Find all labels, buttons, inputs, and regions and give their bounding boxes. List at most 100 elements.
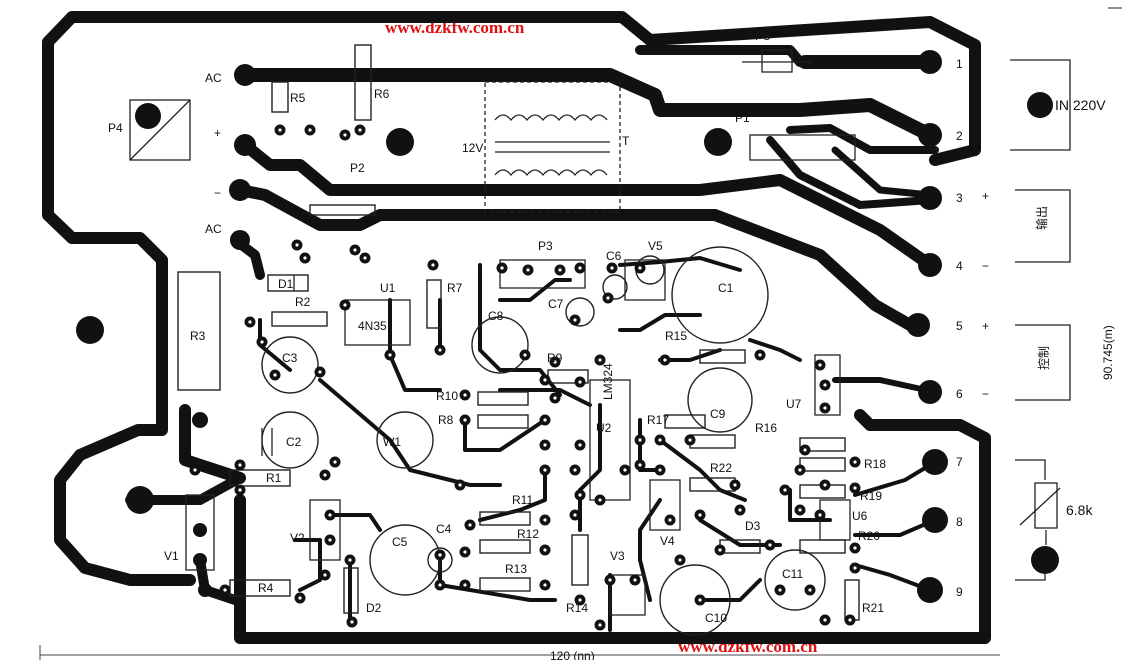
solder-pad-hole [558,268,562,272]
solder-pad-hole [323,473,327,477]
solder-pad-hole [733,483,737,487]
capacitor-circles [261,246,826,636]
solder-pad-hole [698,513,702,517]
label-u2: U2 [596,421,612,435]
solder-pad-hole [308,128,312,132]
label-r2: R2 [295,295,311,309]
label-c7: C7 [548,297,564,311]
label-d2: D2 [366,601,382,615]
label-r1: R1 [266,471,282,485]
label-c2: C2 [286,435,302,449]
solder-pad-hole [438,553,442,557]
solder-pad-hole [688,438,692,442]
solder-pad-hole [808,588,812,592]
label-r15: R15 [665,329,687,343]
solder-pad-hole [573,318,577,322]
bus-traces [230,45,939,395]
solder-pad-hole [468,523,472,527]
solder-pad-hole [798,508,802,512]
solder-pad-hole [578,598,582,602]
solder-pad-hole [238,488,242,492]
solder-pad-hole [578,380,582,384]
label-r7: R7 [447,281,463,295]
solder-pad-hole [823,406,827,410]
solder-pad-hole [543,378,547,382]
solder-pad-hole [853,566,857,570]
label-c4: C4 [436,522,452,536]
label-r20: R20 [858,529,880,543]
solder-pad-hole [463,393,467,397]
solder-pad-hole [238,463,242,467]
solder-pad-hole [848,618,852,622]
solder-pad-hole [823,618,827,622]
component-outlines [129,49,856,616]
solder-pad-hole [298,596,302,600]
label-u7: U7 [786,397,802,411]
solder-pad-hole [633,578,637,582]
solder-pad-hole [193,468,197,472]
solder-pad-hole [328,538,332,542]
label-v1: V1 [164,549,179,563]
small-pads [189,124,861,631]
solder-pad-hole [818,513,822,517]
label-ac-lower: AC [205,222,222,236]
label-r14: R14 [566,601,588,615]
terminal-2-label: 2 [956,129,963,143]
terminal-4-label: 4 [956,259,963,273]
solder-pad-hole [553,360,557,364]
label-r22: R22 [710,461,732,475]
solder-pad-hole [463,418,467,422]
label-p2: P2 [350,161,365,175]
label-r17: R17 [647,413,669,427]
solder-pad-hole [363,256,367,260]
label-minus: − [214,186,221,200]
label-p3: P3 [538,239,553,253]
label-lm324: LM324 [601,363,615,400]
solder-pad-hole [543,418,547,422]
label-box-output: 输出 [1034,206,1049,230]
solder-pad-hole [853,486,857,490]
label-r13: R13 [505,562,527,576]
solder-pad-hole [438,583,442,587]
solder-pad-hole [578,443,582,447]
solder-pad-hole [543,468,547,472]
solder-pad-hole [278,128,282,132]
solder-pad-hole [818,363,822,367]
terminal-9-label: 9 [956,585,963,599]
terminal-8-label: 8 [956,515,963,529]
label-v4: V4 [660,534,675,548]
label-c1: C1 [718,281,734,295]
transformer-outline [484,81,621,213]
solder-pad-hole [578,266,582,270]
solder-pad-hole [523,353,527,357]
label-r4: R4 [258,581,274,595]
label-r19: R19 [860,489,882,503]
pads [76,50,1059,603]
label-c10: C10 [705,611,727,625]
label-r16: R16 [755,421,777,435]
solder-pad-hole [223,588,227,592]
label-4n35: 4N35 [358,319,387,333]
solder-pad-hole [768,543,772,547]
solder-pad-hole [343,303,347,307]
solder-pad-hole [343,133,347,137]
solder-pad-hole [543,518,547,522]
solder-pad-hole [853,460,857,464]
label-dimension: 120 (nn) [550,649,595,660]
solder-pad-hole [738,508,742,512]
solder-pad-hole [578,493,582,497]
solder-pad-hole [350,620,354,624]
solder-pad-hole [638,266,642,270]
label-box-control: 控制 [1037,346,1051,370]
label-r10: R10 [436,389,458,403]
label-p4: P4 [108,121,123,135]
solder-pad-hole [463,583,467,587]
solder-pad-hole [333,460,337,464]
solder-pad-hole [798,468,802,472]
label-u1: U1 [380,281,396,295]
signal-traces [258,256,937,632]
label-r3: R3 [190,329,206,343]
solder-pad-hole [463,550,467,554]
label-in-220v: IN 220V [1055,97,1106,113]
